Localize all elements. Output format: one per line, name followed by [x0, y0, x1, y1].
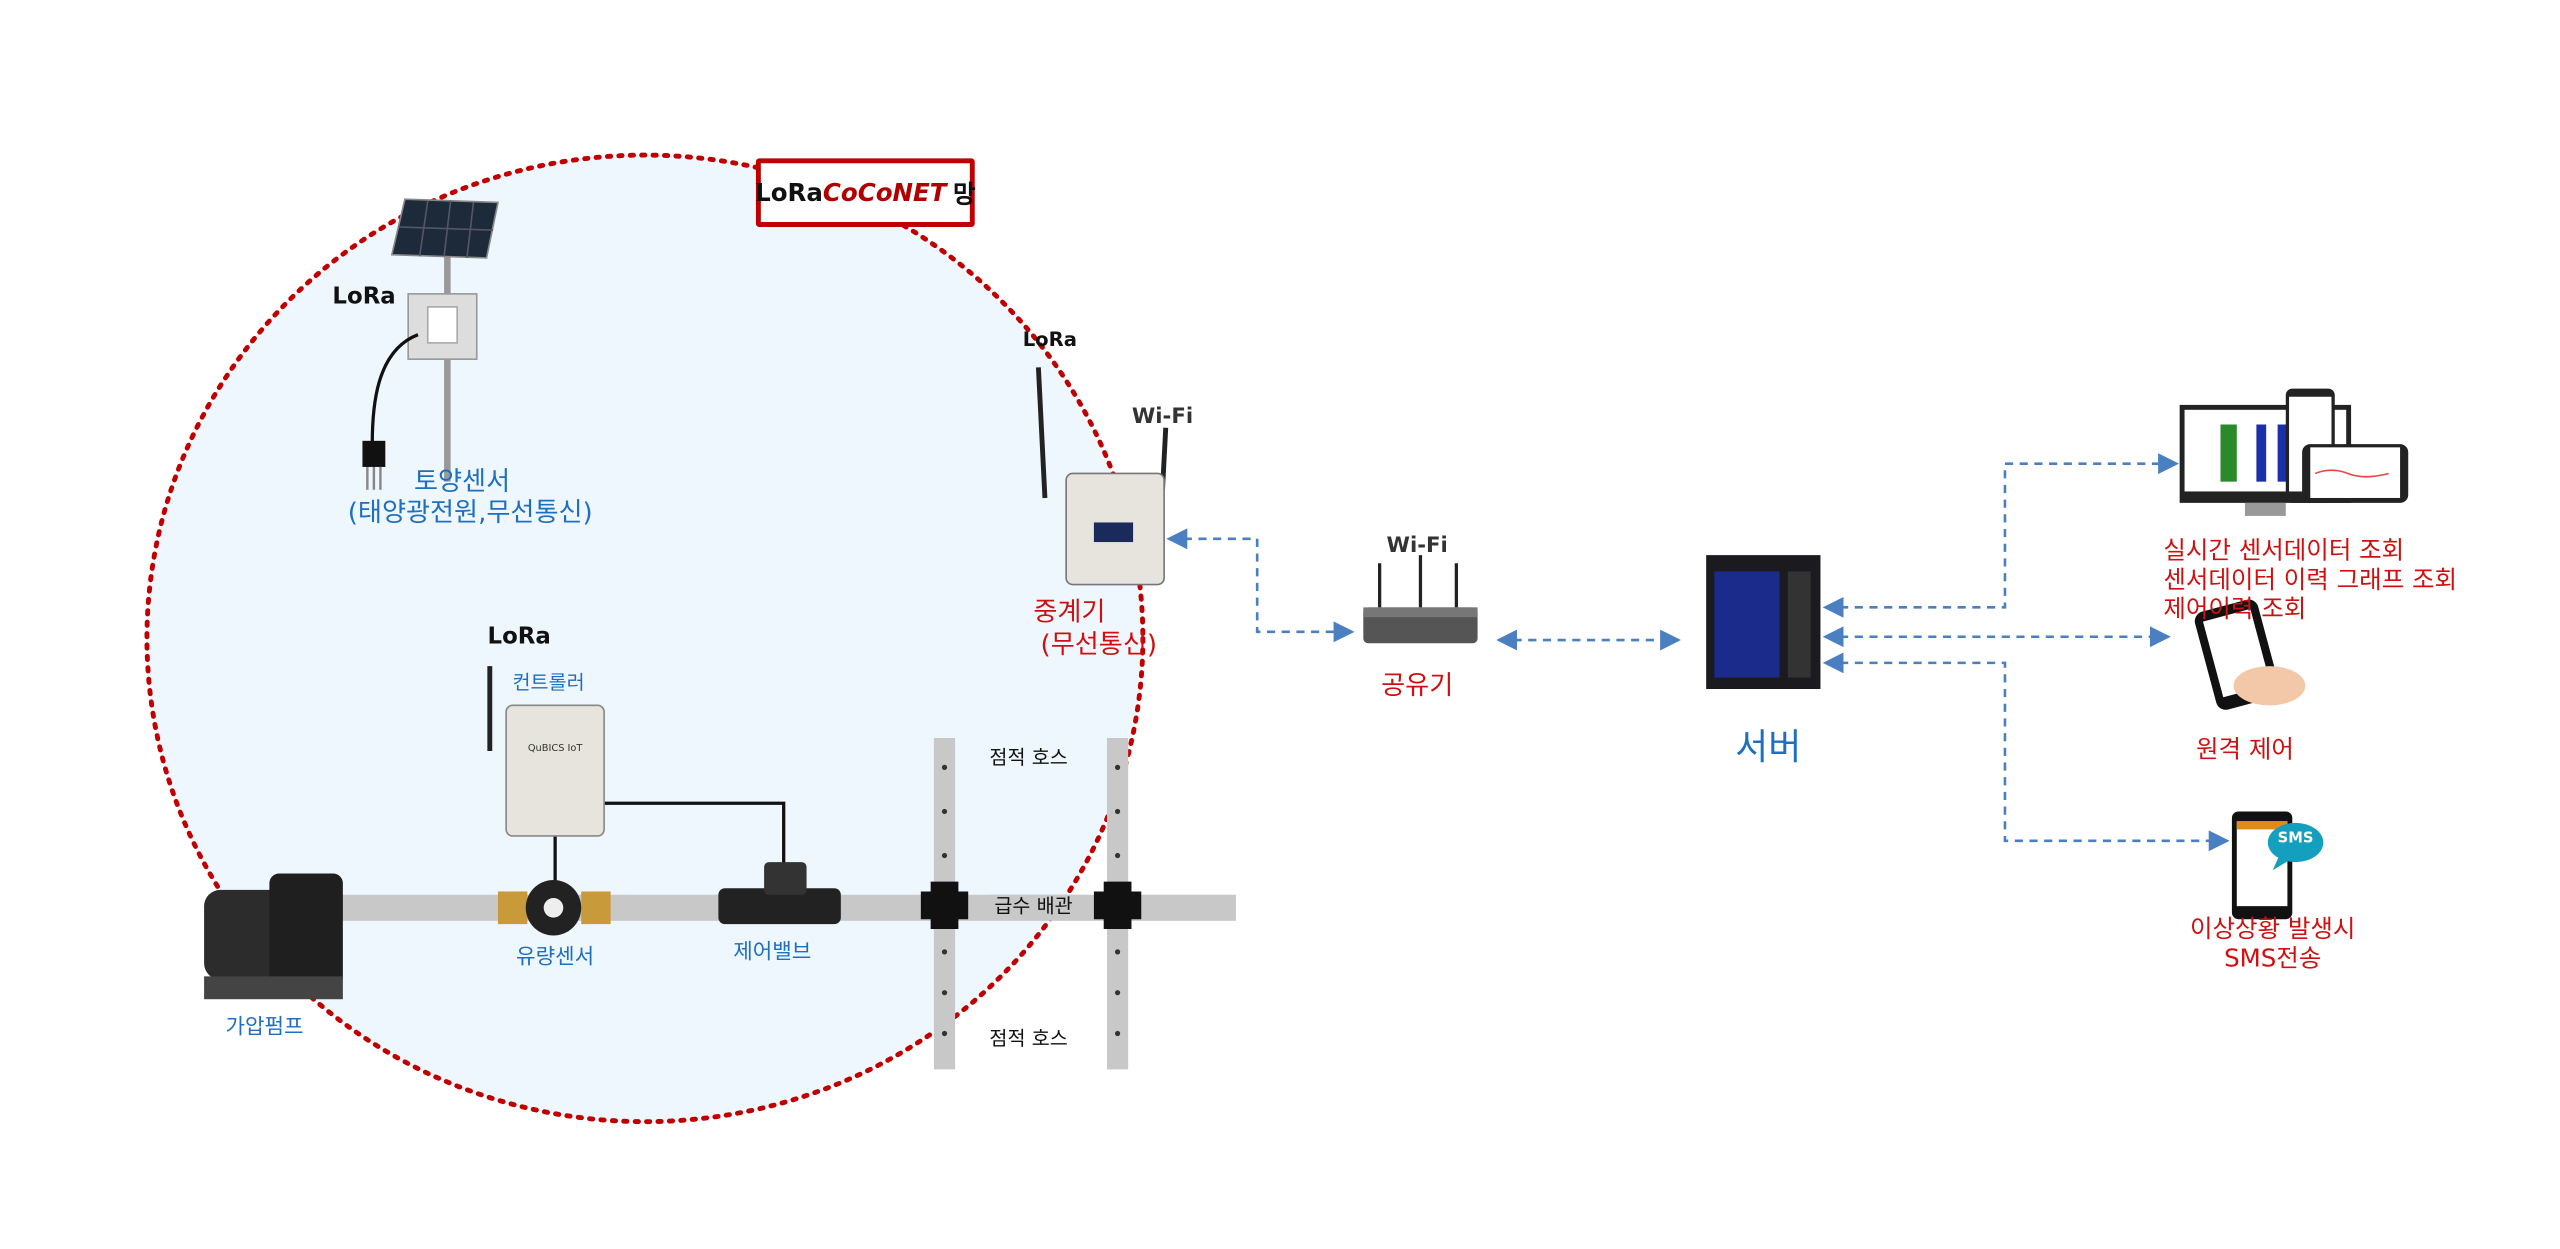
monitoring-line: 실시간 센서데이터 조회: [2163, 535, 2405, 565]
lora-logo-sensor: LoRa: [332, 284, 396, 311]
server-icon: [1706, 555, 1821, 689]
network-label-box: LoRa CoCoNET 망: [755, 158, 976, 227]
relay-device-icon: [1035, 367, 1169, 586]
sms-label-line1: 이상상황 발생시: [2189, 914, 2356, 944]
remote-control-label: 원격 제어: [2196, 734, 2294, 765]
soil-sensor-label: 토양센서: [413, 465, 511, 497]
arrow-relay-router: [1166, 528, 1355, 643]
relay-sublabel: (무선통신): [1040, 628, 1158, 660]
pressure-pump-icon: [204, 873, 343, 1000]
drip-hose-top-label: 점적 호스: [989, 746, 1068, 770]
device-brand-text: QuBICS IoT: [527, 742, 583, 755]
solar-soil-sensor-icon: [362, 198, 499, 490]
monitoring-line: 제어이력 조회: [2163, 594, 2307, 624]
controller-valve-wire: [604, 801, 786, 882]
relay-label: 중계기: [1033, 595, 1106, 627]
lora-logo-controller: LoRa: [487, 623, 551, 650]
arrow-server-sms: [1822, 652, 2230, 852]
flow-sensor-icon: [497, 880, 611, 936]
lora-coverage-zone: [144, 152, 1146, 1125]
pipe-cross-fitting: [920, 881, 969, 930]
network-label-suffix: 망: [953, 178, 976, 209]
controller-device-icon: [487, 666, 605, 837]
soil-sensor-sublabel: (태양광전원,무선통신): [347, 496, 593, 528]
pipe-cross-fitting: [1093, 881, 1142, 930]
wifi-logo-relay: Wi-Fi: [1131, 404, 1194, 430]
monitoring-label: 실시간 센서데이터 조회 센서데이터 이력 그래프 조회 제어이력 조회: [2163, 536, 2457, 624]
server-label: 서버: [1735, 728, 1802, 770]
router-label: 공유기: [1381, 669, 1454, 701]
router-icon: [1363, 555, 1478, 644]
monitoring-devices-icon: [2179, 388, 2409, 516]
network-label-coconet: CoCoNET: [822, 177, 947, 208]
network-label-lora: LoRa: [755, 177, 823, 208]
drip-hose-bottom-label: 점적 호스: [989, 1026, 1068, 1050]
monitoring-line: 센서데이터 이력 그래프 조회: [2163, 564, 2458, 595]
network-arrows: [1166, 453, 2230, 852]
lora-logo-relay: LoRa: [1022, 328, 1077, 352]
sms-label-line2: SMS전송: [2224, 943, 2322, 974]
arrow-server-monitoring: [1822, 453, 2180, 618]
controller-label: 컨트롤러: [512, 671, 585, 694]
wifi-logo-router: Wi-Fi: [1386, 533, 1448, 559]
flow-sensor-label: 유량센서: [516, 945, 595, 970]
valve-label: 제어밸브: [733, 940, 812, 965]
supply-pipe-label: 급수 배관: [989, 894, 1078, 920]
control-valve-icon: [718, 862, 841, 925]
pump-label: 가압펌프: [225, 1015, 304, 1041]
sms-badge: SMS: [2277, 831, 2314, 848]
sms-phone-icon: [2231, 811, 2324, 920]
